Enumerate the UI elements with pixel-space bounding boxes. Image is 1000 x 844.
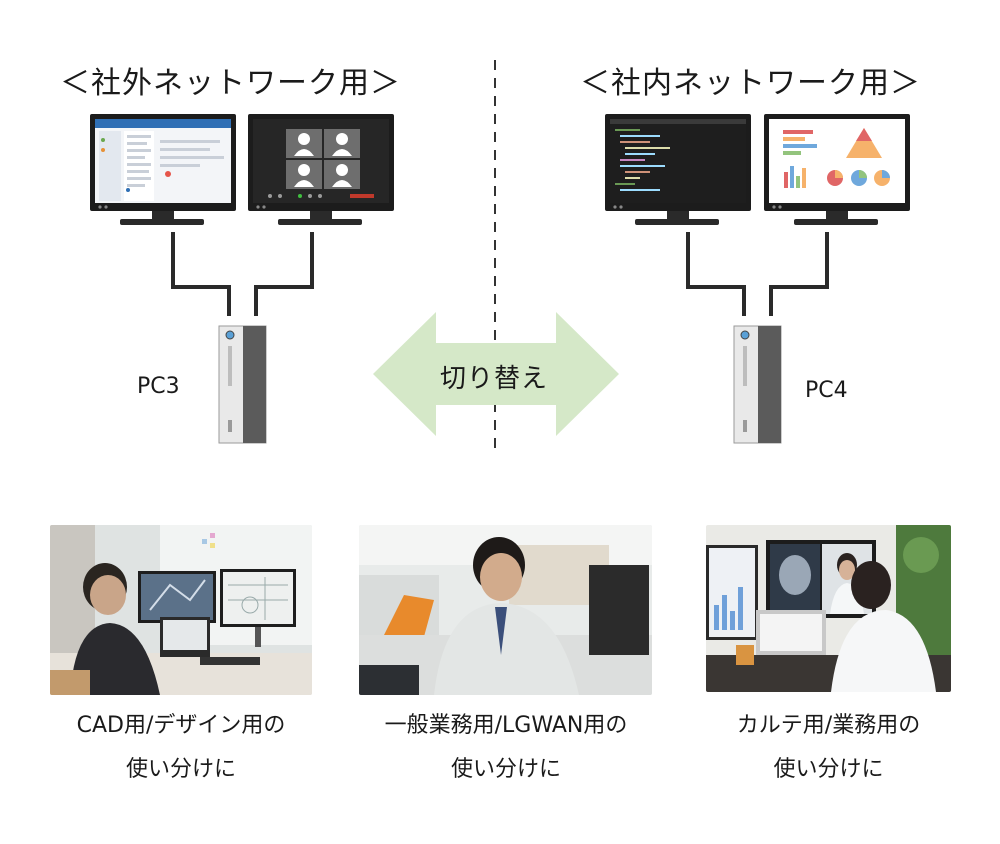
caption-cad: CAD用/デザイン用の 使い分けに [30, 704, 332, 792]
office-worker-photo [359, 525, 652, 695]
video-call-screen-monitor [248, 114, 394, 225]
analytics-dashboard-screen-monitor [764, 114, 910, 225]
caption-karte-line2: 使い分けに [773, 757, 884, 782]
desktop-tower-icon-pc4 [733, 325, 782, 444]
caption-lgwan-line2: 使い分けに [450, 757, 561, 782]
pc4-label: PC4 [805, 378, 848, 403]
heading-internal-network: ＜社内ネットワーク用＞ [580, 66, 921, 101]
switch-label: 切り替え [440, 364, 549, 394]
code-editor-screen-monitor [605, 114, 751, 225]
caption-lgwan: 一般業務用/LGWAN用の 使い分けに [350, 704, 662, 792]
caption-cad-line1: CAD用/デザイン用の [76, 713, 286, 738]
caption-cad-line2: 使い分けに [125, 757, 236, 782]
doctor-telemedicine-photo [706, 525, 951, 692]
pc3-label: PC3 [137, 374, 180, 399]
heading-external-network: ＜社外ネットワーク用＞ [60, 66, 401, 101]
caption-lgwan-line1: 一般業務用/LGWAN用の [384, 713, 628, 738]
email-app-screen-monitor [90, 114, 236, 225]
caption-karte-line1: カルテ用/業務用の [736, 713, 921, 738]
cad-workstation-photo [50, 525, 312, 695]
network-diagram [90, 60, 910, 448]
desktop-tower-icon-pc3 [218, 325, 267, 444]
caption-karte: カルテ用/業務用の 使い分けに [686, 704, 971, 792]
double-arrow-icon [373, 312, 619, 436]
